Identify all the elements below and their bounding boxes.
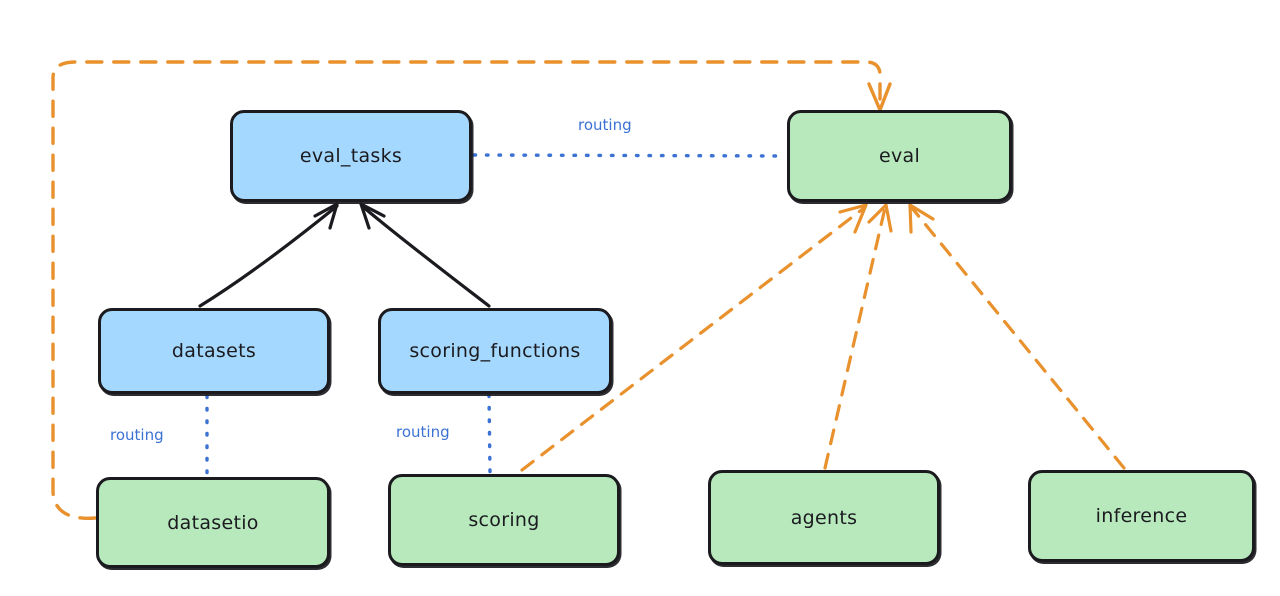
node-label: inference <box>1095 505 1188 527</box>
node-inference[interactable]: inference <box>1028 470 1255 562</box>
node-label: datasets <box>171 340 257 362</box>
edge-datasets-to-eval-tasks <box>198 202 339 308</box>
edge-agents-to-eval <box>823 203 893 470</box>
node-label: scoring_functions <box>409 340 581 362</box>
node-agents[interactable]: agents <box>708 470 940 565</box>
node-eval[interactable]: eval <box>787 110 1012 202</box>
edge-label-routing-scoring-functions: routing <box>396 423 450 441</box>
node-label: agents <box>790 506 858 529</box>
node-label: scoring <box>468 509 540 531</box>
node-datasetio[interactable]: datasetio <box>96 477 330 568</box>
edge-scoring-functions-routing-scoring <box>487 393 492 475</box>
edge-label-routing-datasets: routing <box>110 426 164 444</box>
edge-scoring-functions-to-eval-tasks <box>359 202 491 308</box>
node-label: eval <box>878 145 921 167</box>
node-scoring[interactable]: scoring <box>388 474 620 566</box>
node-label: datasetio <box>167 511 259 534</box>
node-eval-tasks[interactable]: eval_tasks <box>230 110 472 202</box>
edge-label-routing-eval-tasks: routing <box>578 116 632 134</box>
node-scoring-functions[interactable]: scoring_functions <box>378 308 612 394</box>
edge-eval-tasks-routing-eval <box>472 153 788 158</box>
node-label: eval_tasks <box>299 145 403 167</box>
node-datasets[interactable]: datasets <box>98 308 330 394</box>
edge-inference-to-eval <box>908 203 1126 470</box>
